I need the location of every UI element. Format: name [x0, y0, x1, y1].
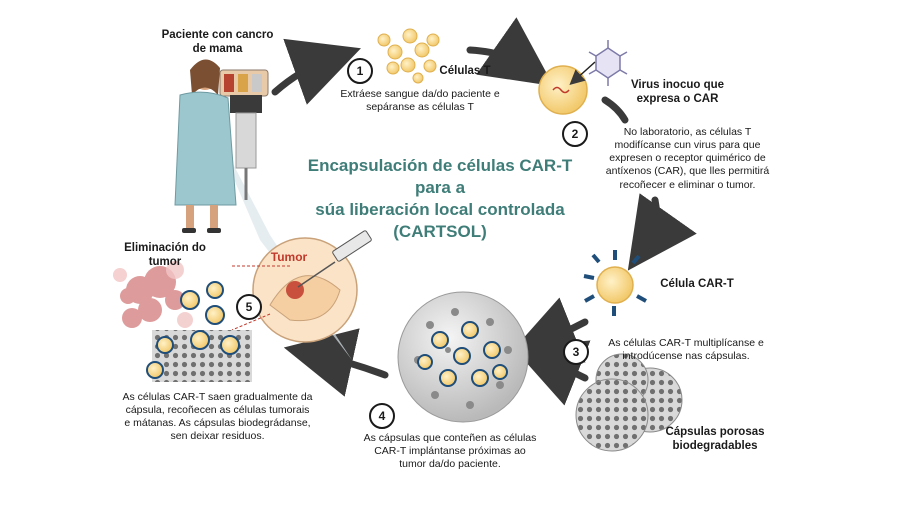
step-5-text-line: As células CAR-T saen gradualmente da — [122, 391, 313, 403]
step-3-number: 3 — [563, 339, 589, 365]
step-5-text: As células CAR-T saen gradualmente da cá… — [105, 391, 330, 444]
step-2-text-line: expresen o receptor quimérico de — [609, 152, 766, 165]
arrow-tcells-to-virus — [466, 17, 554, 87]
virus-cell — [538, 40, 628, 115]
step-4-text: As cápsulas que conteñen as células CAR-… — [350, 432, 550, 471]
step-4-number: 4 — [369, 403, 395, 429]
tumor-label: Tumor — [270, 250, 308, 264]
step-1-number: 1 — [347, 58, 373, 84]
step-2-label: Virus inocuo que expresa o CAR — [620, 78, 735, 107]
breast-injection-illustration — [231, 230, 372, 343]
arrow-step2-to-cart — [627, 193, 697, 271]
syringe-needle — [297, 261, 336, 288]
porous-capsules — [575, 353, 683, 452]
step-2-text-line: No laboratorio, as células T — [623, 126, 752, 138]
tumor-mark — [286, 281, 304, 299]
step-5-label-line: Eliminación do — [124, 242, 206, 254]
virus — [588, 40, 628, 86]
title-line-2: súa liberación local controlada — [315, 200, 565, 220]
step-5-text-line: cápsula, recoñecen as células tumorais — [125, 404, 310, 417]
t-cells-cluster — [377, 28, 440, 84]
syringe-body — [332, 230, 372, 262]
arrow-patient-to-tcells — [271, 38, 361, 105]
arrow-virus-to-step2 — [601, 96, 629, 124]
step-3-text: As células CAR-T multiplícanse e introdú… — [596, 337, 776, 363]
capsules-label: Cápsulas porosas biodegradables — [655, 425, 775, 454]
step-5-label-line: tumor — [148, 256, 182, 269]
capsules-label-line: biodegradables — [672, 440, 758, 453]
step-2-text: No laboratorio, as células T modifícanse… — [595, 126, 780, 192]
step-4-text-line: tumor da/do paciente. — [399, 458, 501, 471]
step-3-label: Célula CAR-T — [660, 278, 734, 290]
step-4-text-line: As cápsulas que conteñen as células — [363, 432, 537, 444]
arrow-capsules-to-capsule — [512, 340, 591, 406]
patient-label-line-2: de mama — [192, 43, 243, 56]
step-1-label: Células T — [439, 65, 491, 77]
step-1-text-line: sepáranse as células T — [366, 101, 474, 114]
step-2-number: 2 — [562, 121, 588, 147]
tumor-elimination-illustration — [113, 261, 252, 382]
step-3-text-line: As células CAR-T multiplícanse e — [608, 337, 764, 349]
step-5-text-line: sen deixar residuos. — [170, 430, 265, 443]
capsules-label-line: Cápsulas porosas — [665, 426, 765, 438]
step-5-text-line: e mátanas. As cápsulas biodegrádanse, — [124, 417, 311, 430]
diagram-title: Encapsulación de células CAR-T para a sú… — [290, 155, 590, 243]
step-2-text-line: recoñecer e eliminar o tumor. — [619, 178, 756, 191]
step-1-text-line: Extráese sangue da/do paciente e — [340, 88, 500, 100]
step-1-text: Extráese sangue da/do paciente e sepáran… — [320, 88, 520, 114]
patient-label-line-1: Paciente con cancro — [161, 29, 274, 41]
cycle-arrows — [271, 17, 697, 406]
step-5-number: 5 — [236, 294, 262, 320]
capsule-with-cells — [397, 291, 529, 423]
arrow-capsule-to-tumor — [283, 328, 389, 397]
step-3-text-line: introdúcense nas cápsulas. — [622, 350, 750, 363]
step-4-text-line: CAR-T implántanse próximas ao — [374, 445, 526, 458]
step-2-label-line: expresa o CAR — [636, 93, 719, 106]
patient-label: Paciente con cancro de mama — [150, 28, 285, 57]
step-2-label-line: Virus inocuo que — [630, 79, 725, 91]
step-2-text-line: antíxenos (CAR), que lles permitirá — [605, 165, 770, 178]
title-line-1: Encapsulación de células CAR-T para a — [307, 156, 573, 198]
title-line-3: (CARTSOL) — [393, 222, 487, 242]
step-5-label: Eliminación do tumor — [115, 241, 215, 270]
car-t-cell — [583, 250, 647, 316]
patient-illustration — [174, 59, 352, 360]
step-2-text-line: modifícanse cun virus para que — [614, 139, 761, 152]
